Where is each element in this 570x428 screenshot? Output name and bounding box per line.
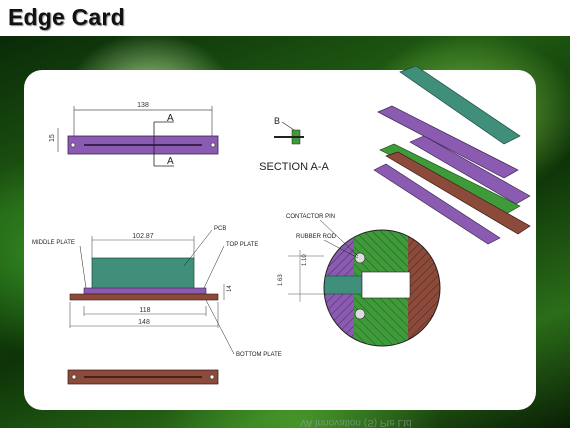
section-title: SECTION A-A [259, 161, 329, 173]
dim-height: 14 [227, 285, 233, 292]
detail-view: CONTACTOR PIN RUBBER ROD 1.10 1.63 [278, 214, 441, 347]
dim-inner: 118 [139, 307, 150, 314]
slide-header: Edge Card [0, 0, 570, 36]
section-marker-bottom: A [167, 156, 174, 167]
detail-marker: B [274, 116, 280, 126]
label-middle-plate: MIDDLE PLATE [32, 240, 75, 246]
label-contactor-pin: CONTACTOR PIN [286, 214, 335, 220]
bottom-view [67, 369, 219, 385]
label-rubber-rod: RUBBER ROD [296, 234, 337, 240]
dim-detail-a: 1.10 [302, 254, 308, 266]
dim-top-height: 15 [49, 134, 56, 142]
exploded-assembly [373, 66, 531, 245]
pcb-part [399, 66, 521, 145]
drawing-card: 138 15 A A B SECTION A-A 102.87 [24, 70, 536, 410]
front-view: 102.87 118 148 14 MIDDLE PLATE PCB TOP P… [32, 226, 282, 358]
label-pcb: PCB [214, 226, 226, 232]
middle-plate-part [373, 163, 501, 245]
dim-top-width: 138 [137, 102, 149, 109]
dim-detail-b: 1.63 [278, 274, 284, 286]
dim-pcb-width: 102.87 [132, 233, 154, 240]
top-view: 138 15 A A [49, 102, 219, 167]
dim-overall: 148 [138, 319, 150, 326]
engineering-drawing: 138 15 A A B SECTION A-A 102.87 [32, 102, 441, 385]
footer-reflection: VA Innovation (S) Pte Ltd [300, 417, 412, 428]
label-top-plate: TOP PLATE [226, 242, 258, 248]
section-view: B SECTION A-A [259, 116, 329, 173]
label-bottom-plate: BOTTOM PLATE [236, 352, 282, 358]
slide-title: Edge Card [8, 4, 125, 30]
top-plate-part [377, 105, 519, 179]
bottom-plate-part [385, 151, 531, 235]
section-marker-top: A [167, 113, 174, 124]
side-rail-part [409, 135, 531, 205]
